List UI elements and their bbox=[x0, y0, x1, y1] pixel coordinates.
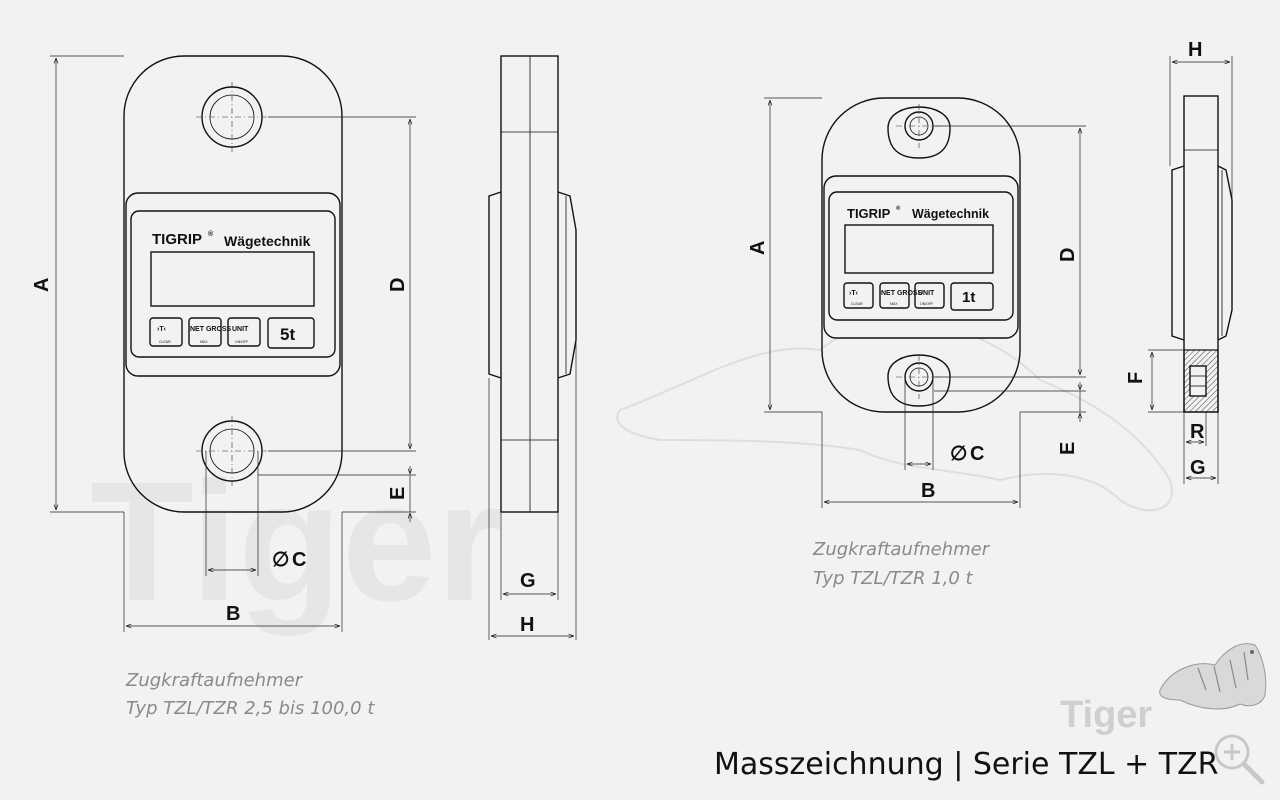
left-subtitle: Wägetechnik bbox=[224, 233, 311, 249]
right-caption-line1: Zugkraftaufnehmer bbox=[812, 539, 991, 560]
right-subtitle: Wägetechnik bbox=[912, 207, 989, 221]
right-capacity-badge bbox=[950, 282, 994, 311]
right-lcd-display bbox=[844, 224, 994, 274]
left-caption-line2: Typ TZL/TZR 2,5 bis 100,0 t bbox=[126, 698, 375, 719]
svg-text:E: E bbox=[1057, 442, 1079, 455]
svg-text:E: E bbox=[387, 487, 409, 500]
right-dimensions: A D E ∅ C B bbox=[747, 97, 1086, 508]
svg-text:NET GROSS: NET GROSS bbox=[881, 290, 923, 297]
left-dimensions: A D E ∅ C B bbox=[31, 55, 416, 632]
svg-text:D: D bbox=[387, 278, 409, 292]
svg-text:C: C bbox=[970, 443, 984, 465]
svg-text:UNIT: UNIT bbox=[918, 290, 935, 297]
svg-text:Tiger: Tiger bbox=[90, 447, 503, 637]
svg-text:CLEAR: CLEAR bbox=[159, 340, 171, 344]
svg-text:ON/OFF: ON/OFF bbox=[235, 340, 248, 344]
svg-text:H: H bbox=[520, 614, 534, 636]
right-caption-line2: Typ TZL/TZR 1,0 t bbox=[813, 568, 974, 589]
svg-text:A: A bbox=[747, 241, 769, 255]
footer-logo: Tiger bbox=[1060, 643, 1267, 736]
watermark: Tiger bbox=[90, 320, 1173, 637]
svg-text:CLEAR: CLEAR bbox=[851, 302, 863, 306]
svg-text:®: ® bbox=[208, 230, 214, 238]
svg-text:®: ® bbox=[896, 205, 901, 212]
left-button-net-gross: NET GROSS MAX bbox=[188, 317, 232, 347]
svg-text:NET GROSS: NET GROSS bbox=[190, 326, 232, 333]
svg-text:Tiger: Tiger bbox=[1060, 694, 1152, 736]
svg-text:1t: 1t bbox=[962, 289, 975, 306]
svg-text:5t: 5t bbox=[280, 325, 295, 344]
tiger-mascot-icon bbox=[1159, 643, 1267, 710]
svg-text:B: B bbox=[226, 603, 240, 625]
svg-text:A: A bbox=[31, 278, 53, 292]
right-button-net-gross: NET GROSS MAX bbox=[879, 282, 923, 309]
right-button-tare: ›T‹ CLEAR bbox=[843, 282, 874, 309]
zoom-in-icon[interactable] bbox=[1214, 734, 1265, 785]
right-brand-label: TIGRIP bbox=[847, 206, 891, 221]
right-device-side bbox=[1171, 95, 1233, 413]
svg-text:H: H bbox=[1188, 39, 1202, 61]
svg-text:∅: ∅ bbox=[272, 549, 289, 571]
svg-text:MAX: MAX bbox=[200, 340, 208, 344]
svg-text:G: G bbox=[1190, 457, 1206, 479]
left-device-front: TIGRIP ® Wägetechnik ›T‹ CLEAR NET GROSS… bbox=[123, 55, 343, 513]
left-lcd-display bbox=[150, 251, 315, 307]
svg-text:UNIT: UNIT bbox=[232, 326, 249, 333]
right-device-front: TIGRIP ® Wägetechnik ›T‹ CLEAR NET GROSS… bbox=[821, 97, 1021, 413]
svg-text:ON/OFF: ON/OFF bbox=[920, 302, 933, 306]
left-caption-line1: Zugkraftaufnehmer bbox=[125, 670, 304, 691]
tiger-watermark-icon bbox=[616, 320, 1173, 512]
svg-text:C: C bbox=[292, 549, 306, 571]
left-button-unit: UNIT ON/OFF bbox=[227, 317, 261, 347]
svg-text:›T‹: ›T‹ bbox=[157, 326, 167, 333]
right-side-dimensions: H F R G bbox=[1125, 39, 1233, 484]
page-title: Masszeichnung | Serie TZL + TZR bbox=[714, 747, 1219, 782]
right-button-unit: UNIT ON/OFF bbox=[914, 282, 945, 309]
svg-text:MAX: MAX bbox=[890, 302, 898, 306]
svg-text:›T‹: ›T‹ bbox=[849, 290, 859, 297]
svg-text:B: B bbox=[921, 480, 935, 502]
svg-text:∅: ∅ bbox=[950, 443, 967, 465]
left-button-tare: ›T‹ CLEAR bbox=[149, 317, 183, 347]
left-device-side bbox=[488, 55, 577, 513]
left-brand-label: TIGRIP bbox=[152, 231, 202, 248]
svg-text:D: D bbox=[1057, 248, 1079, 262]
svg-text:G: G bbox=[520, 570, 536, 592]
svg-text:F: F bbox=[1125, 372, 1147, 384]
left-side-dimensions: G H bbox=[488, 340, 577, 640]
svg-text:R: R bbox=[1190, 421, 1205, 443]
left-capacity-badge bbox=[267, 317, 315, 349]
